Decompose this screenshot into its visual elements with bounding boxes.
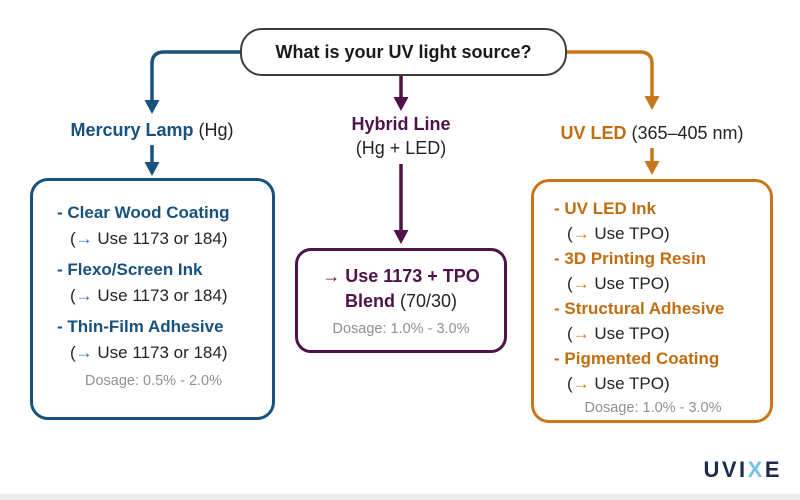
right-arrow-icon: → (75, 286, 93, 305)
arrowhead-icon (393, 97, 409, 111)
connector-to-uvled (563, 50, 654, 98)
right-arrow-icon: → (572, 373, 590, 393)
right-arrow-icon: → (572, 273, 590, 293)
mercury-label-rest: (Hg) (193, 120, 234, 140)
list-item: - Pigmented Coating (→ Use TPO) (554, 347, 764, 396)
arrowhead-icon (644, 161, 660, 175)
uvled-label-rest: (365–405 nm) (626, 123, 744, 143)
item-name: - UV LED Ink (554, 199, 657, 218)
item-note: (→ Use TPO) (567, 373, 670, 393)
right-arrow-icon: → (75, 229, 93, 248)
list-item: - Flexo/Screen Ink (→ Use 1173 or 184) (57, 257, 264, 309)
item-name: - Thin-Film Adhesive (57, 317, 224, 336)
hybrid-box: → Use 1173 + TPO Blend (70/30) Dosage: 1… (295, 248, 507, 353)
item-note: (→ Use 1173 or 184) (70, 286, 228, 305)
arrowhead-icon (393, 230, 409, 244)
hybrid-label-bold: Hybrid Line (351, 114, 451, 134)
item-name: - 3D Printing Resin (554, 249, 707, 268)
arrowhead-icon (644, 96, 660, 110)
mercury-branch-label: Mercury Lamp (Hg) (70, 118, 233, 142)
list-item: - 3D Printing Resin (→ Use TPO) (554, 247, 764, 296)
uvled-box: - UV LED Ink (→ Use TPO) - 3D Printing R… (531, 179, 773, 423)
dosage-text: Dosage: 1.0% - 3.0% (332, 321, 470, 337)
hybrid-label-rest: (Hg + LED) (355, 138, 447, 158)
right-arrow-icon: → (572, 323, 590, 343)
mercury-box: - Clear Wood Coating (→ Use 1173 or 184)… (30, 178, 275, 420)
list-item: - Structural Adhesive (→ Use TPO) (554, 297, 764, 346)
uvled-branch-label: UV LED (365–405 nm) (560, 121, 743, 145)
footer-strip (0, 494, 800, 500)
item-name: - Clear Wood Coating (57, 203, 230, 222)
brand-logo: UVIXE (703, 457, 782, 483)
mercury-label-bold: Mercury Lamp (70, 120, 194, 140)
right-arrow-icon: → (75, 343, 93, 362)
hybrid-result-line1: → Use 1173 + TPO (322, 266, 480, 286)
item-note: (→ Use TPO) (567, 323, 670, 343)
logo-accent-x: X (747, 457, 765, 482)
right-arrow-icon: → (572, 223, 590, 243)
uvled-label-bold: UV LED (560, 123, 627, 143)
item-name: - Structural Adhesive (554, 299, 725, 318)
question-text: What is your UV light source? (275, 41, 532, 62)
list-item: - Clear Wood Coating (→ Use 1173 or 184) (57, 200, 264, 252)
arrowhead-icon (144, 100, 160, 114)
logo-suffix: E (764, 457, 782, 482)
connector-to-mercury (150, 50, 240, 102)
logo-prefix: UVI (703, 457, 748, 482)
dosage-text: Dosage: 1.0% - 3.0% (584, 400, 722, 416)
hybrid-result-line2: Blend (70/30) (344, 291, 458, 311)
item-note: (→ Use TPO) (567, 223, 670, 243)
arrowhead-icon (144, 162, 160, 176)
item-name: - Flexo/Screen Ink (57, 260, 203, 279)
list-item: - UV LED Ink (→ Use TPO) (554, 197, 764, 246)
item-name: - Pigmented Coating (554, 349, 720, 368)
item-note: (→ Use TPO) (567, 273, 670, 293)
question-box: What is your UV light source? (240, 28, 567, 76)
item-note: (→ Use 1173 or 184) (70, 229, 228, 248)
hybrid-branch-label: Hybrid Line (Hg + LED) (351, 112, 450, 160)
list-item: - Thin-Film Adhesive (→ Use 1173 or 184) (57, 314, 264, 366)
item-note: (→ Use 1173 or 184) (70, 343, 228, 362)
dosage-text: Dosage: 0.5% - 2.0% (84, 373, 223, 389)
